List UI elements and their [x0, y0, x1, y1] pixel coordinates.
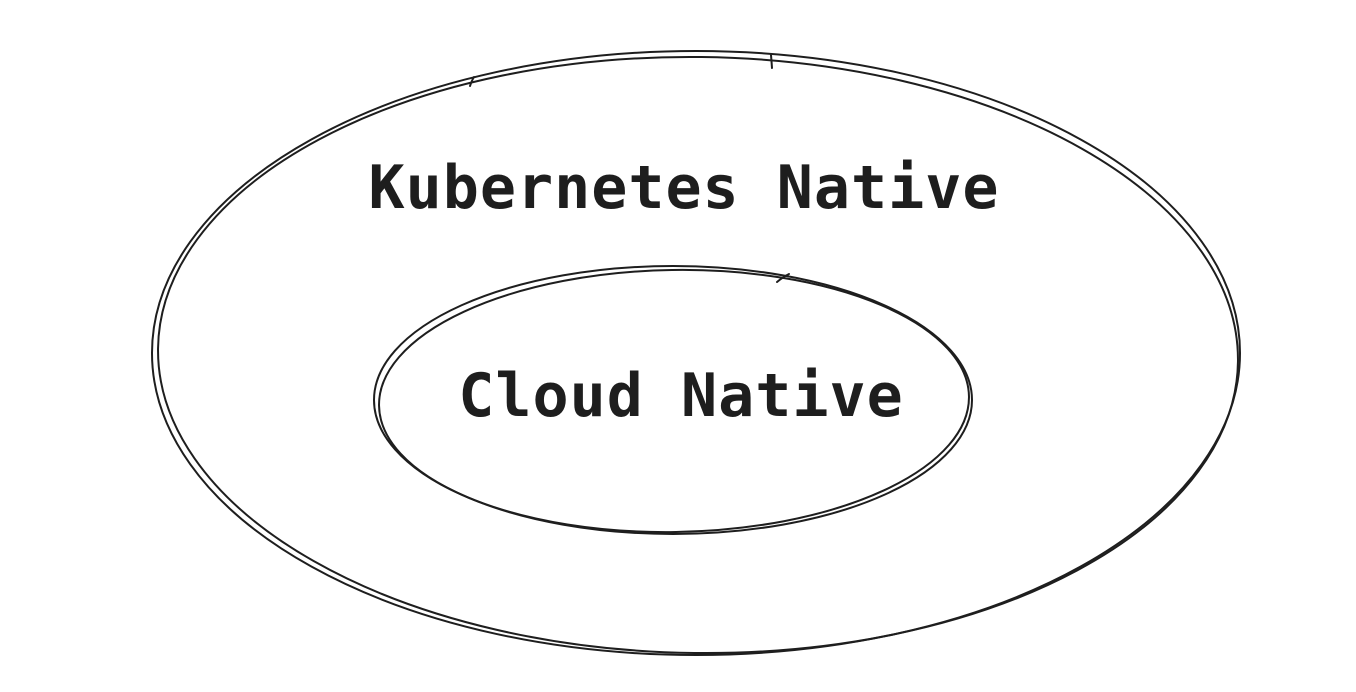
outer-ellipse-pen-tick-top [770, 54, 773, 69]
inner-ellipse-stroke-1 [373, 265, 973, 535]
ellipse-group [151, 50, 1241, 656]
outer-set-label: Kubernetes Native [368, 153, 1000, 223]
inner-ellipse-stroke-2 [378, 268, 970, 534]
inner-ellipse-pen-tick [776, 273, 790, 283]
outer-ellipse-pen-tick-left [469, 76, 475, 87]
outer-ellipse [151, 50, 1241, 656]
outer-ellipse-stroke-2 [157, 55, 1239, 655]
inner-set-label: Cloud Native [458, 361, 904, 431]
outer-ellipse-stroke-1 [151, 50, 1241, 656]
inner-ellipse [373, 265, 973, 535]
